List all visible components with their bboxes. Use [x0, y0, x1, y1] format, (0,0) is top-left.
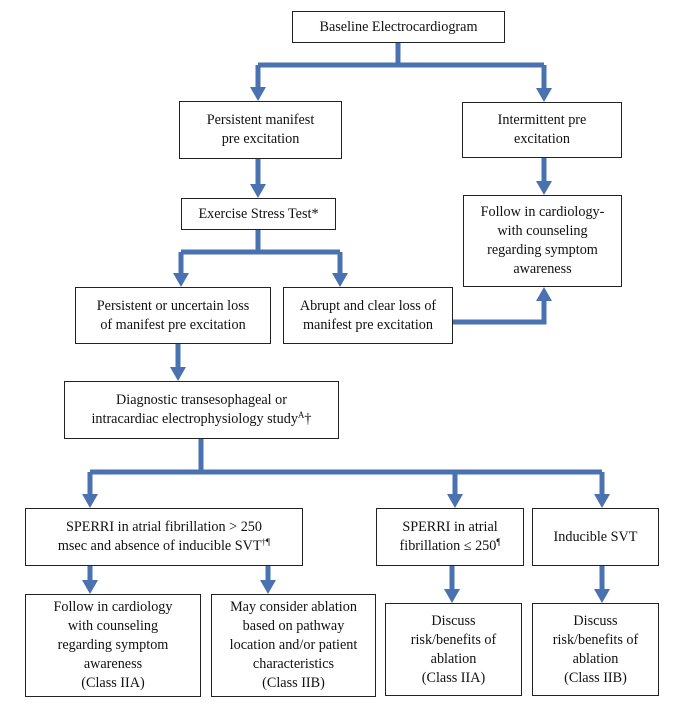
- consider-ablation-line-1: May consider ablation: [230, 599, 357, 615]
- sperri-gt-250-line-1: SPERRI in atrial fibrillation > 250: [66, 519, 262, 535]
- ep-study-box: Diagnostic transesophageal or intracardi…: [64, 381, 339, 439]
- sperri-le-250-box: SPERRI in atrial fibrillation ≤ 250¶: [376, 508, 524, 566]
- discuss-iib-line-1: Discuss: [573, 612, 618, 629]
- arrowhead-discuss-iib: [594, 589, 610, 603]
- sperri-le-250-line-2-text: fibrillation ≤ 250: [399, 538, 497, 554]
- follow-top-line-4: awareness: [513, 261, 572, 277]
- discuss-iia-line-2: risk/benefits of: [410, 631, 497, 648]
- follow-bottom-line-5: (Class IIA): [81, 675, 145, 691]
- exercise-stress-test-box: Exercise Stress Test*: [181, 198, 336, 230]
- follow-cardiology-top-box: Follow in cardiology- with counseling re…: [463, 195, 622, 287]
- uncertain-loss-line-2: of manifest pre excitation: [100, 316, 246, 333]
- follow-cardiology-bottom-box: Follow in cardiology with counseling reg…: [25, 594, 201, 697]
- discuss-ablation-iia-box: Discuss risk/benefits of ablation (Class…: [385, 603, 522, 696]
- discuss-iia-line-1: Discuss: [431, 612, 476, 629]
- follow-top-line-2: with counseling: [497, 223, 588, 239]
- connector-baseline-split: [258, 43, 544, 68]
- discuss-iib-line-2: risk/benefits of: [552, 631, 639, 648]
- arrowhead-sperri-le-250: [447, 494, 463, 508]
- arrowhead-persistent: [250, 87, 266, 101]
- sperri-gt-250-line-2-text: msec and absence of inducible SVT: [57, 538, 262, 554]
- sperri-le-250-sup: ¶: [496, 537, 501, 548]
- uncertain-loss-box: Persistent or uncertain loss of manifest…: [75, 287, 271, 344]
- follow-top-line-3: regarding symptom: [487, 242, 598, 258]
- inducible-svt-label: Inducible SVT: [553, 528, 638, 545]
- follow-bottom-line-3: regarding symptom: [57, 637, 169, 653]
- arrowhead-abrupt-loss: [332, 273, 348, 287]
- consider-ablation-line-3: location and/or patient: [229, 637, 358, 653]
- discuss-iib-line-3: ablation: [572, 650, 619, 667]
- discuss-iia-line-4: (Class IIA): [421, 669, 486, 686]
- sperri-le-250-line-2: fibrillation ≤ 250¶: [400, 537, 501, 556]
- persistent-preexcitation-box: Persistent manifest pre excitation: [179, 101, 342, 159]
- consider-ablation-line-4: characteristics: [252, 656, 335, 672]
- stress-test-label: Exercise Stress Test*: [198, 205, 319, 222]
- ep-study-line-1: Diagnostic transesophageal or: [116, 392, 287, 408]
- inducible-svt-box: Inducible SVT: [532, 508, 659, 566]
- consider-ablation-box: May consider ablation based on pathway l…: [211, 594, 376, 697]
- arrowhead-follow-top-from-abrupt: [536, 287, 552, 301]
- arrowhead-follow-bottom: [82, 580, 98, 594]
- abrupt-loss-line-1: Abrupt and clear loss of: [299, 297, 437, 314]
- follow-bottom-line-2: with counseling: [67, 618, 159, 634]
- connector-ep-split: [90, 439, 602, 475]
- arrowhead-uncertain-loss: [173, 273, 189, 287]
- arrowhead-discuss-iia: [444, 589, 460, 603]
- intermittent-line-2: excitation: [514, 131, 570, 147]
- follow-bottom-line-1: Follow in cardiology: [53, 599, 173, 615]
- arrowhead-ep-study: [170, 367, 186, 381]
- connector-stress-split: [181, 230, 340, 255]
- intermittent-preexcitation-box: Intermittent pre excitation: [462, 102, 622, 158]
- connector-abrupt-to-follow: [453, 300, 547, 325]
- abrupt-loss-line-2: manifest pre excitation: [302, 316, 433, 333]
- discuss-iib-line-4: (Class IIB): [564, 669, 627, 686]
- arrowhead-sperri-gt-250: [82, 494, 98, 508]
- discuss-iia-line-3: ablation: [430, 650, 477, 667]
- arrowhead-stress-test: [250, 184, 266, 198]
- abrupt-loss-box: Abrupt and clear loss of manifest pre ex…: [283, 287, 453, 344]
- persistent-line-2: pre excitation: [221, 131, 300, 147]
- discuss-ablation-iib-box: Discuss risk/benefits of ablation (Class…: [532, 603, 659, 696]
- follow-bottom-line-4: awareness: [83, 656, 143, 672]
- sperri-gt-250-box: SPERRI in atrial fibrillation > 250 msec…: [25, 508, 303, 566]
- ep-study-line-2-text: intracardiac electrophysiology study: [91, 411, 298, 427]
- intermittent-line-1: Intermittent pre: [497, 112, 587, 128]
- arrowhead-follow-top: [536, 181, 552, 195]
- baseline-ecg-label: Baseline Electrocardiogram: [319, 18, 478, 35]
- arrowhead-consider-ablation: [260, 580, 276, 594]
- persistent-line-1: Persistent manifest: [206, 112, 315, 128]
- baseline-ecg-box: Baseline Electrocardiogram: [292, 11, 505, 43]
- arrowhead-intermittent: [536, 88, 552, 102]
- ep-study-dagger: †: [304, 411, 312, 427]
- sperri-le-250-line-1: SPERRI in atrial: [402, 519, 498, 535]
- ep-study-line-2: intracardiac electrophysiology studyA†: [91, 410, 311, 429]
- ep-study-sup: A: [297, 410, 305, 421]
- sperri-gt-250-line-2: msec and absence of inducible SVT†¶: [58, 537, 270, 556]
- arrowhead-inducible-svt: [594, 494, 610, 508]
- follow-top-line-1: Follow in cardiology-: [480, 204, 605, 220]
- uncertain-loss-line-1: Persistent or uncertain loss: [96, 297, 250, 314]
- sperri-gt-250-sup: †¶: [261, 537, 271, 548]
- consider-ablation-line-5: (Class IIB): [262, 675, 325, 691]
- consider-ablation-line-2: based on pathway: [242, 618, 345, 634]
